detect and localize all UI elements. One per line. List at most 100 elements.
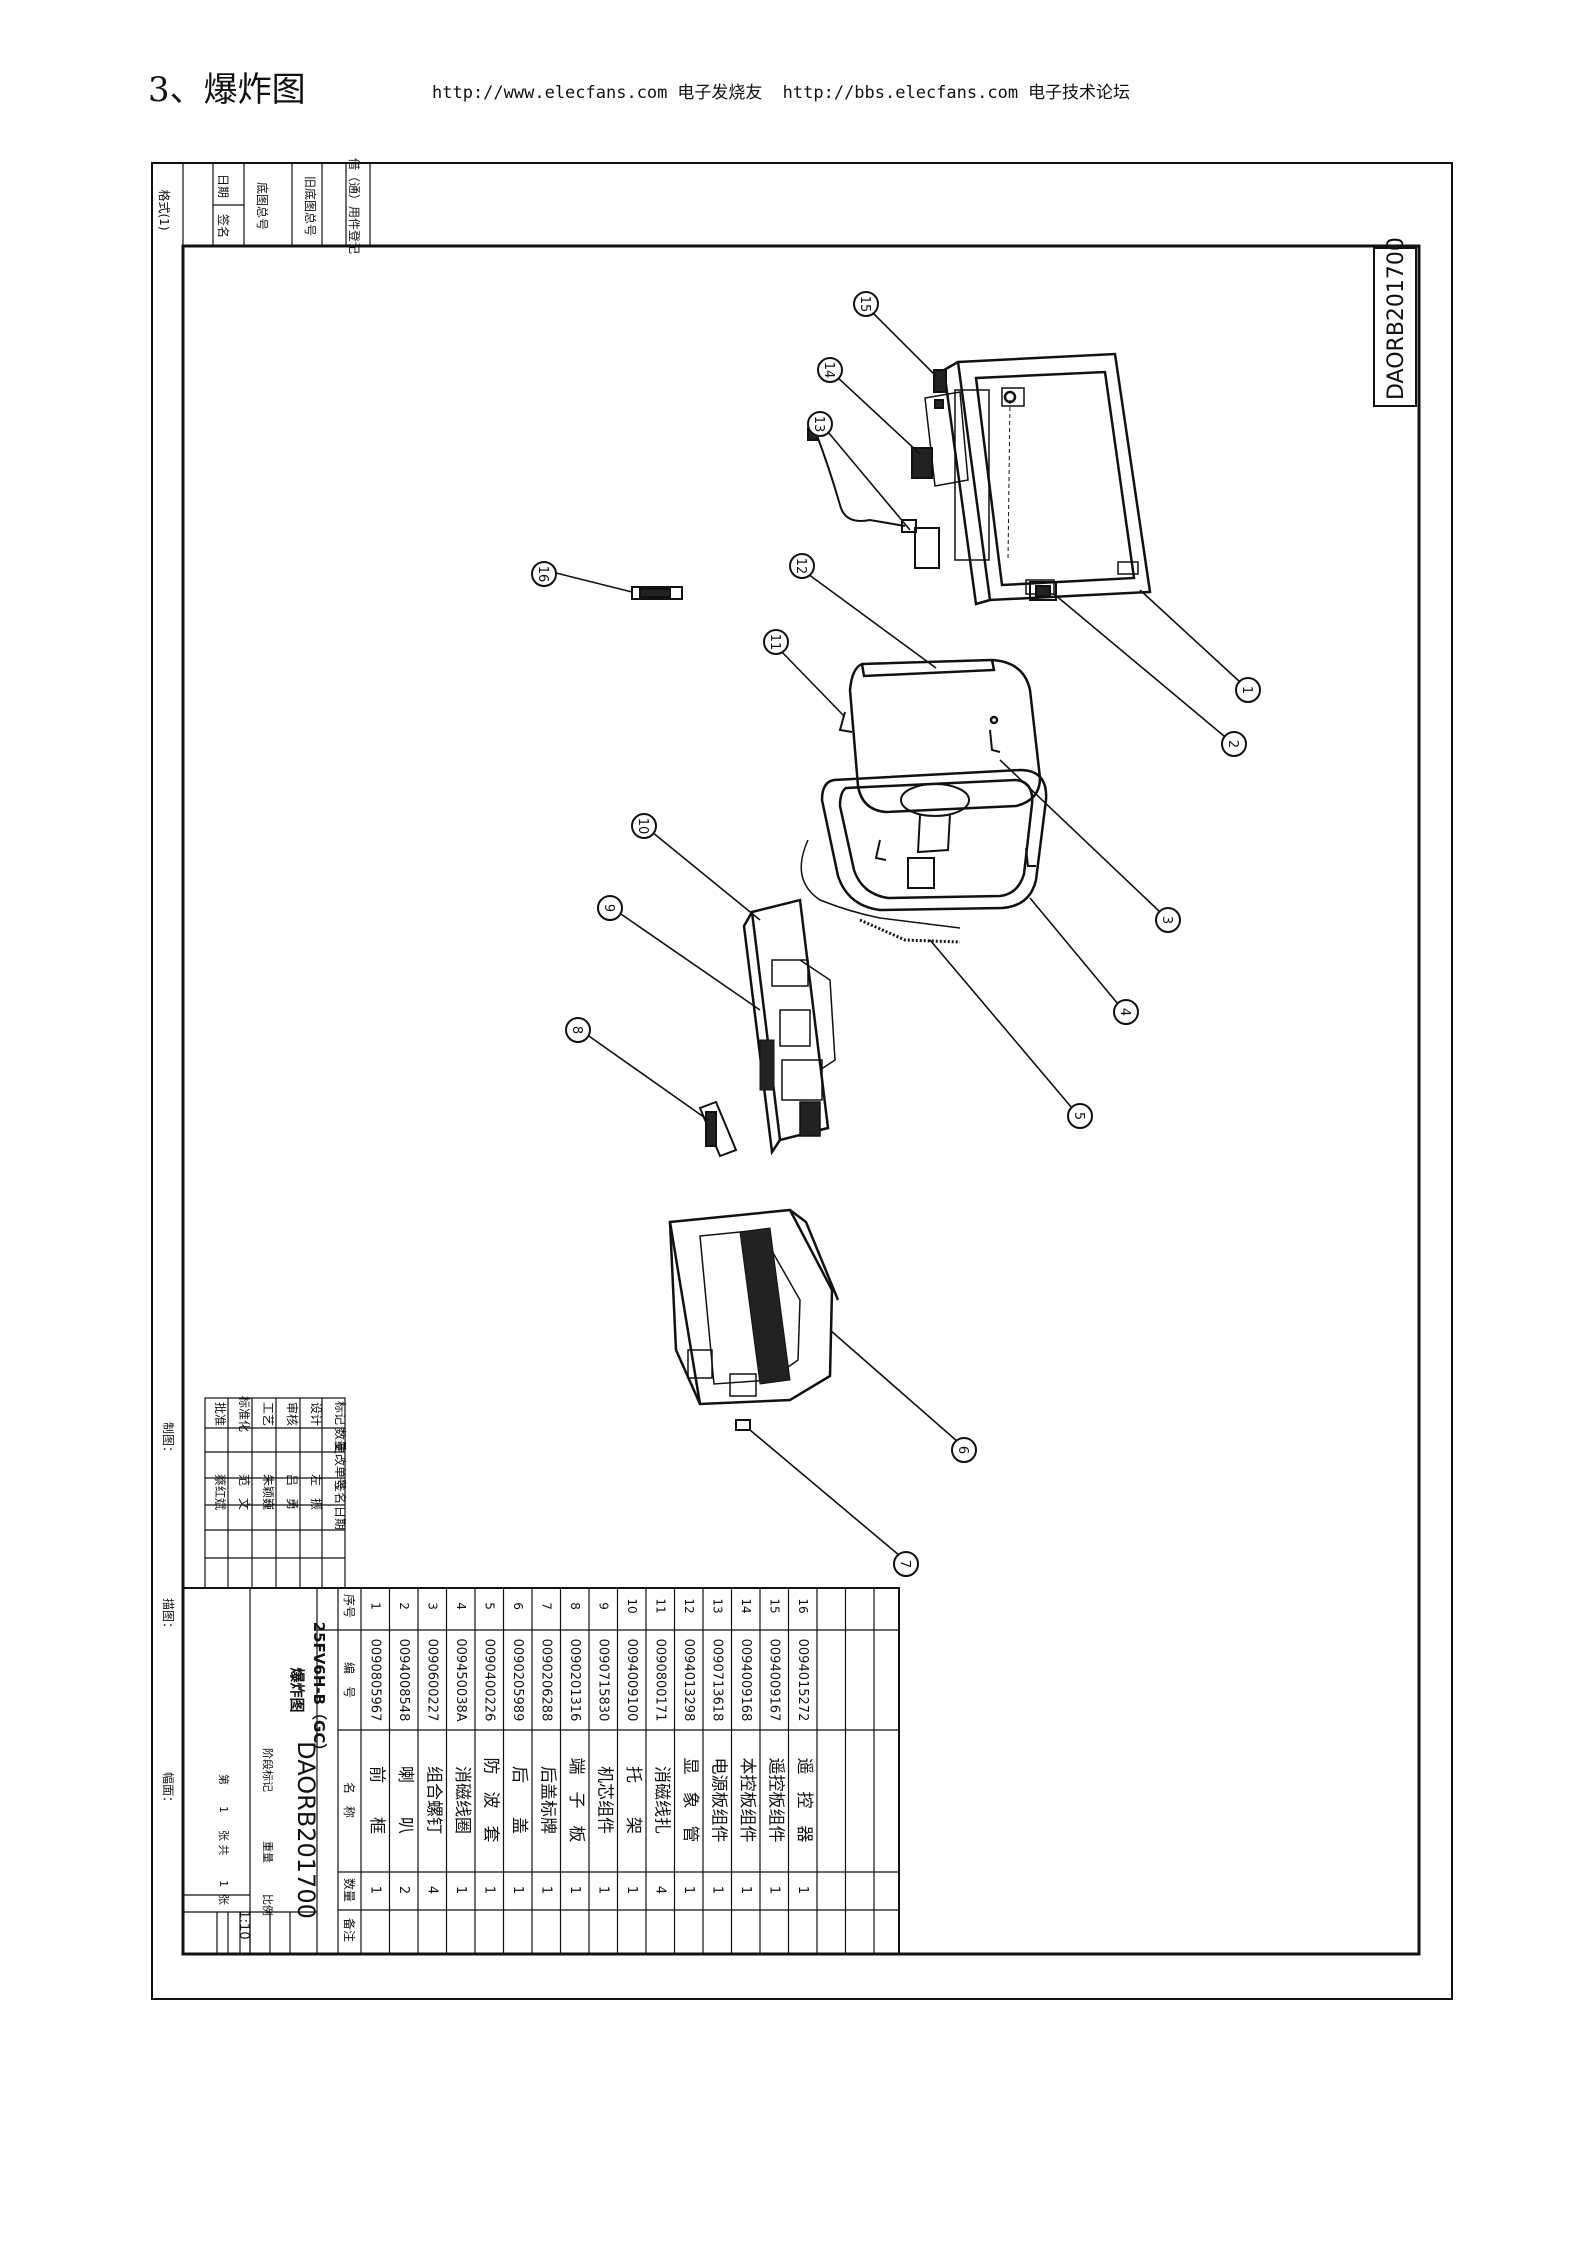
bom-name-2: 喇 叭 bbox=[395, 1766, 415, 1834]
back-cover-part bbox=[668, 1208, 840, 1406]
callout-4: 4 bbox=[1117, 1008, 1132, 1016]
bom-code-12: 0094013298 bbox=[681, 1639, 696, 1722]
callout-15: 15 bbox=[857, 296, 872, 313]
bom-qty-15: 1 bbox=[766, 1886, 781, 1894]
bom-qty-2: 2 bbox=[396, 1886, 411, 1894]
bom-qty-6: 1 bbox=[510, 1886, 525, 1894]
bom-seq-13: 13 bbox=[710, 1598, 724, 1613]
bottom-label-2: 幅面： bbox=[161, 1772, 176, 1808]
bom-seq-5: 5 bbox=[482, 1602, 496, 1610]
callout-9: 9 bbox=[601, 904, 616, 912]
callout-circle-15 bbox=[853, 291, 879, 317]
bom-name-10: 托 架 bbox=[623, 1766, 643, 1834]
bom-header-code: 编 号 bbox=[342, 1662, 357, 1698]
callout-10: 10 bbox=[635, 818, 650, 835]
bom-seq-12: 12 bbox=[682, 1598, 696, 1613]
approval-role-0: 设计 bbox=[309, 1402, 323, 1426]
approval-header-4: 日期 bbox=[333, 1506, 347, 1530]
callout-circle-8 bbox=[565, 1017, 591, 1043]
outer-frame bbox=[151, 162, 1453, 2000]
bom-seq-9: 9 bbox=[596, 1602, 610, 1610]
bom-name-12: 显 象 管 bbox=[680, 1758, 700, 1843]
approval-role-2: 工艺 bbox=[261, 1402, 275, 1426]
bottom-label-0: 制图： bbox=[161, 1422, 175, 1458]
bom-seq-6: 6 bbox=[511, 1602, 525, 1610]
bom-code-6: 0090205989 bbox=[510, 1639, 525, 1722]
bom-qty-14: 1 bbox=[738, 1886, 753, 1894]
model-name: 25FV6H-B（GC） bbox=[310, 1622, 328, 1759]
bom-name-16: 遥 控 器 bbox=[794, 1758, 814, 1843]
link-elecfans-url[interactable]: http://www.elecfans.com bbox=[432, 83, 668, 103]
callout-1: 1 bbox=[1239, 686, 1254, 694]
bom-name-14: 本控板组件 bbox=[737, 1758, 757, 1843]
bom-code-4: 009450038A bbox=[453, 1638, 468, 1721]
callout-circle-5 bbox=[1067, 1103, 1093, 1129]
sheet-total: 1 bbox=[217, 1880, 230, 1887]
bom-name-7: 后盖标牌 bbox=[537, 1766, 557, 1834]
callout-7: 7 bbox=[897, 1560, 912, 1568]
bom-qty-9: 1 bbox=[595, 1886, 610, 1894]
scale-value: 1:10 bbox=[236, 1910, 251, 1939]
callout-circle-9 bbox=[597, 895, 623, 921]
callout-14: 14 bbox=[821, 362, 836, 379]
callout-13: 13 bbox=[811, 416, 826, 433]
callout-circle-2 bbox=[1221, 731, 1247, 757]
callout-3: 3 bbox=[1159, 916, 1174, 924]
bom-code-2: 0094008548 bbox=[396, 1639, 411, 1722]
bom-code-10: 0094009100 bbox=[624, 1639, 639, 1722]
approval-name-2: 朱颖巍 bbox=[261, 1474, 275, 1510]
callout-circle-13 bbox=[807, 411, 833, 437]
approval-header-1: 数量 bbox=[333, 1428, 348, 1452]
front-frame-part bbox=[924, 352, 1152, 606]
callout-circle-16 bbox=[531, 561, 557, 587]
bom-qty-7: 1 bbox=[538, 1886, 553, 1894]
bom-seq-8: 8 bbox=[568, 1602, 582, 1610]
bom-qty-5: 1 bbox=[481, 1886, 496, 1894]
bom-name-3: 组合螺钉 bbox=[423, 1766, 443, 1834]
bom-header-seq: 序号 bbox=[342, 1594, 357, 1618]
bom-code-3: 0090600227 bbox=[424, 1639, 439, 1722]
callout-8: 8 bbox=[569, 1026, 584, 1034]
approval-header-2: 更改单号 bbox=[333, 1442, 347, 1490]
bom-name-11: 消磁线扎 bbox=[651, 1766, 671, 1834]
side-label-2: 底图总号 bbox=[255, 182, 270, 230]
callout-12: 12 bbox=[793, 558, 808, 575]
bom-code-8: 0090201316 bbox=[567, 1639, 582, 1722]
callout-5: 5 bbox=[1071, 1112, 1086, 1120]
speaker-part bbox=[1029, 581, 1057, 601]
drawing-code-vertical: DAORB201700 bbox=[1384, 237, 1409, 400]
page-title: 3、爆炸图 bbox=[148, 70, 306, 110]
bom-qty-12: 1 bbox=[681, 1886, 696, 1894]
bom-qty-16: 1 bbox=[795, 1886, 810, 1894]
bom-seq-10: 10 bbox=[625, 1598, 639, 1613]
format-label: 格式(1) bbox=[157, 190, 172, 231]
bom-code-1: 0090805967 bbox=[367, 1639, 382, 1722]
bom-qty-13: 1 bbox=[709, 1886, 724, 1894]
link-bbs-url[interactable]: http://bbs.elecfans.com bbox=[782, 83, 1019, 103]
remote-control-part bbox=[631, 586, 683, 600]
bom-qty-4: 1 bbox=[453, 1886, 468, 1894]
terminal-board-part bbox=[698, 1100, 738, 1158]
bom-qty-8: 1 bbox=[567, 1886, 582, 1894]
bottom-label-1: 描图： bbox=[161, 1598, 175, 1634]
degauss-coil-part bbox=[800, 768, 1048, 944]
approval-role-3: 标准化 bbox=[237, 1396, 251, 1432]
approval-name-0: 左 振 bbox=[309, 1474, 324, 1510]
bom-name-15: 遥控板组件 bbox=[765, 1758, 785, 1843]
bom-header-note: 备注 bbox=[342, 1918, 357, 1942]
link-elecfans-label: 电子发烧友 bbox=[677, 83, 763, 103]
bom-seq-11: 11 bbox=[653, 1598, 667, 1613]
bom-seq-15: 15 bbox=[767, 1598, 781, 1613]
callout-circle-12 bbox=[789, 553, 815, 579]
scale-label: 比例 bbox=[261, 1894, 275, 1916]
bom-seq-2: 2 bbox=[397, 1602, 411, 1610]
sheet-num: 1 bbox=[217, 1806, 230, 1813]
weight-label: 重量 bbox=[261, 1841, 275, 1863]
bom-qty-3: 4 bbox=[424, 1886, 439, 1894]
bom-grid bbox=[360, 1588, 875, 1954]
bom-code-9: 0090715830 bbox=[595, 1639, 610, 1722]
bom-seq-7: 7 bbox=[539, 1602, 553, 1610]
side-registration-strip bbox=[182, 163, 371, 246]
